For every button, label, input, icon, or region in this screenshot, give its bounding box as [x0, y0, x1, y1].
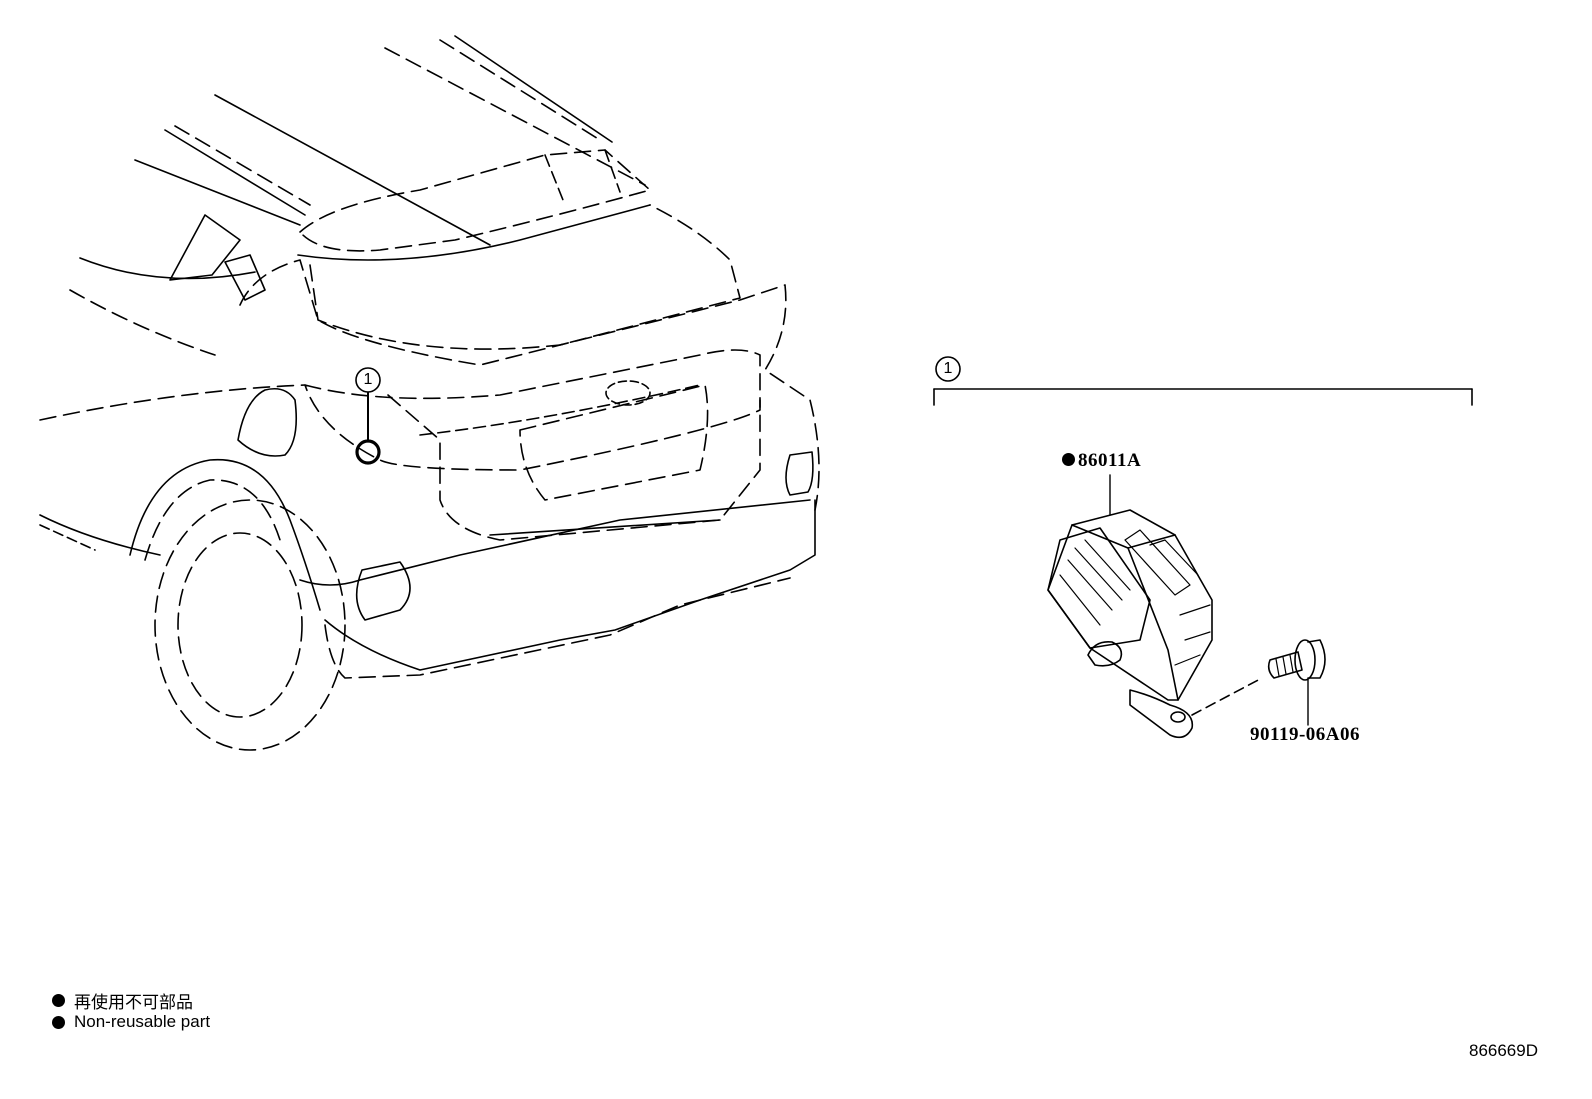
spoiler-edge: [297, 204, 651, 261]
bumper-upper: [299, 499, 811, 586]
legend-english: Non-reusable part: [52, 1012, 210, 1032]
roof-rail-line: [454, 35, 613, 143]
roof-line: [134, 159, 301, 226]
bolt-shank: [1267, 651, 1303, 679]
legend-japanese-text: 再使用不可部品: [74, 993, 193, 1012]
tire: [154, 499, 346, 751]
roof-rail-line: [384, 47, 646, 186]
roof-line: [214, 94, 491, 246]
wheel: [177, 532, 303, 718]
spoiler-side: [544, 149, 621, 206]
spoiler: [299, 149, 651, 252]
module-connector-ribs: [1059, 539, 1131, 626]
module-front-edge: [1127, 547, 1179, 701]
module-top-details: [1124, 529, 1199, 596]
legend-english-text: Non-reusable part: [74, 1012, 211, 1031]
rear-bumper: [324, 499, 816, 671]
module-top-face: [1071, 524, 1176, 549]
module-side-details: [1174, 604, 1211, 666]
rocker-panel-lower: [39, 524, 96, 551]
tail-light: [304, 349, 761, 471]
mounting-tab: [1129, 689, 1194, 739]
bolt-part-label[interactable]: 90119-06A06: [1250, 724, 1360, 745]
reflector-right: [785, 451, 814, 496]
emblem: [605, 380, 651, 406]
tail-light-inner: [419, 384, 701, 436]
non-reusable-marker-icon: [1062, 453, 1075, 466]
bolt-flange: [1294, 639, 1316, 681]
reflector-left: [355, 561, 411, 621]
license-plate-recess: [519, 384, 709, 501]
wheel-arch-inner: [144, 479, 281, 561]
callout-circle-assembly: [935, 356, 961, 382]
install-guide-line: [1191, 677, 1263, 716]
callout-number-car: 1: [363, 371, 373, 388]
module-part-number[interactable]: 86011A: [1078, 450, 1142, 471]
document-id: 866669D: [1468, 1041, 1538, 1060]
bumper-lower: [324, 577, 791, 679]
wheel-arch: [129, 458, 321, 611]
mounting-hole: [1170, 711, 1186, 723]
side-mirror-window: [224, 254, 266, 301]
bolt-threads: [1275, 654, 1294, 677]
rocker-panel: [39, 514, 161, 556]
module-part-label[interactable]: 86011A: [1062, 450, 1141, 472]
callout-number-assembly: 1: [943, 360, 953, 377]
legend-dot-icon: [52, 1015, 65, 1029]
body-side: [39, 384, 306, 421]
assembly-bracket: [933, 356, 1473, 406]
fuel-door: [237, 387, 298, 457]
roof-rail-line: [439, 39, 601, 141]
legend-dot-icon: [52, 994, 65, 1007]
bolt-head: [1307, 639, 1326, 679]
bumper-center-line: [489, 519, 721, 536]
vehicle-rear-illustration: [39, 35, 820, 751]
bolt-illustration: [1267, 639, 1326, 726]
clip: [1087, 640, 1123, 667]
control-module-illustration: [1047, 474, 1263, 739]
hatch-outline: [239, 259, 820, 511]
rear-window: [309, 204, 741, 350]
body-side-crease: [69, 289, 216, 356]
c-pillar: [169, 214, 241, 281]
hatch-lower: [387, 394, 761, 541]
module-housing: [1047, 509, 1213, 701]
location-marker: [355, 439, 381, 465]
roof-line: [174, 125, 311, 206]
module-connector: [1047, 527, 1151, 649]
legend-japanese: 再使用不可部品: [52, 988, 193, 1013]
callout-circle-car: [355, 367, 381, 393]
roof-line: [164, 129, 306, 216]
